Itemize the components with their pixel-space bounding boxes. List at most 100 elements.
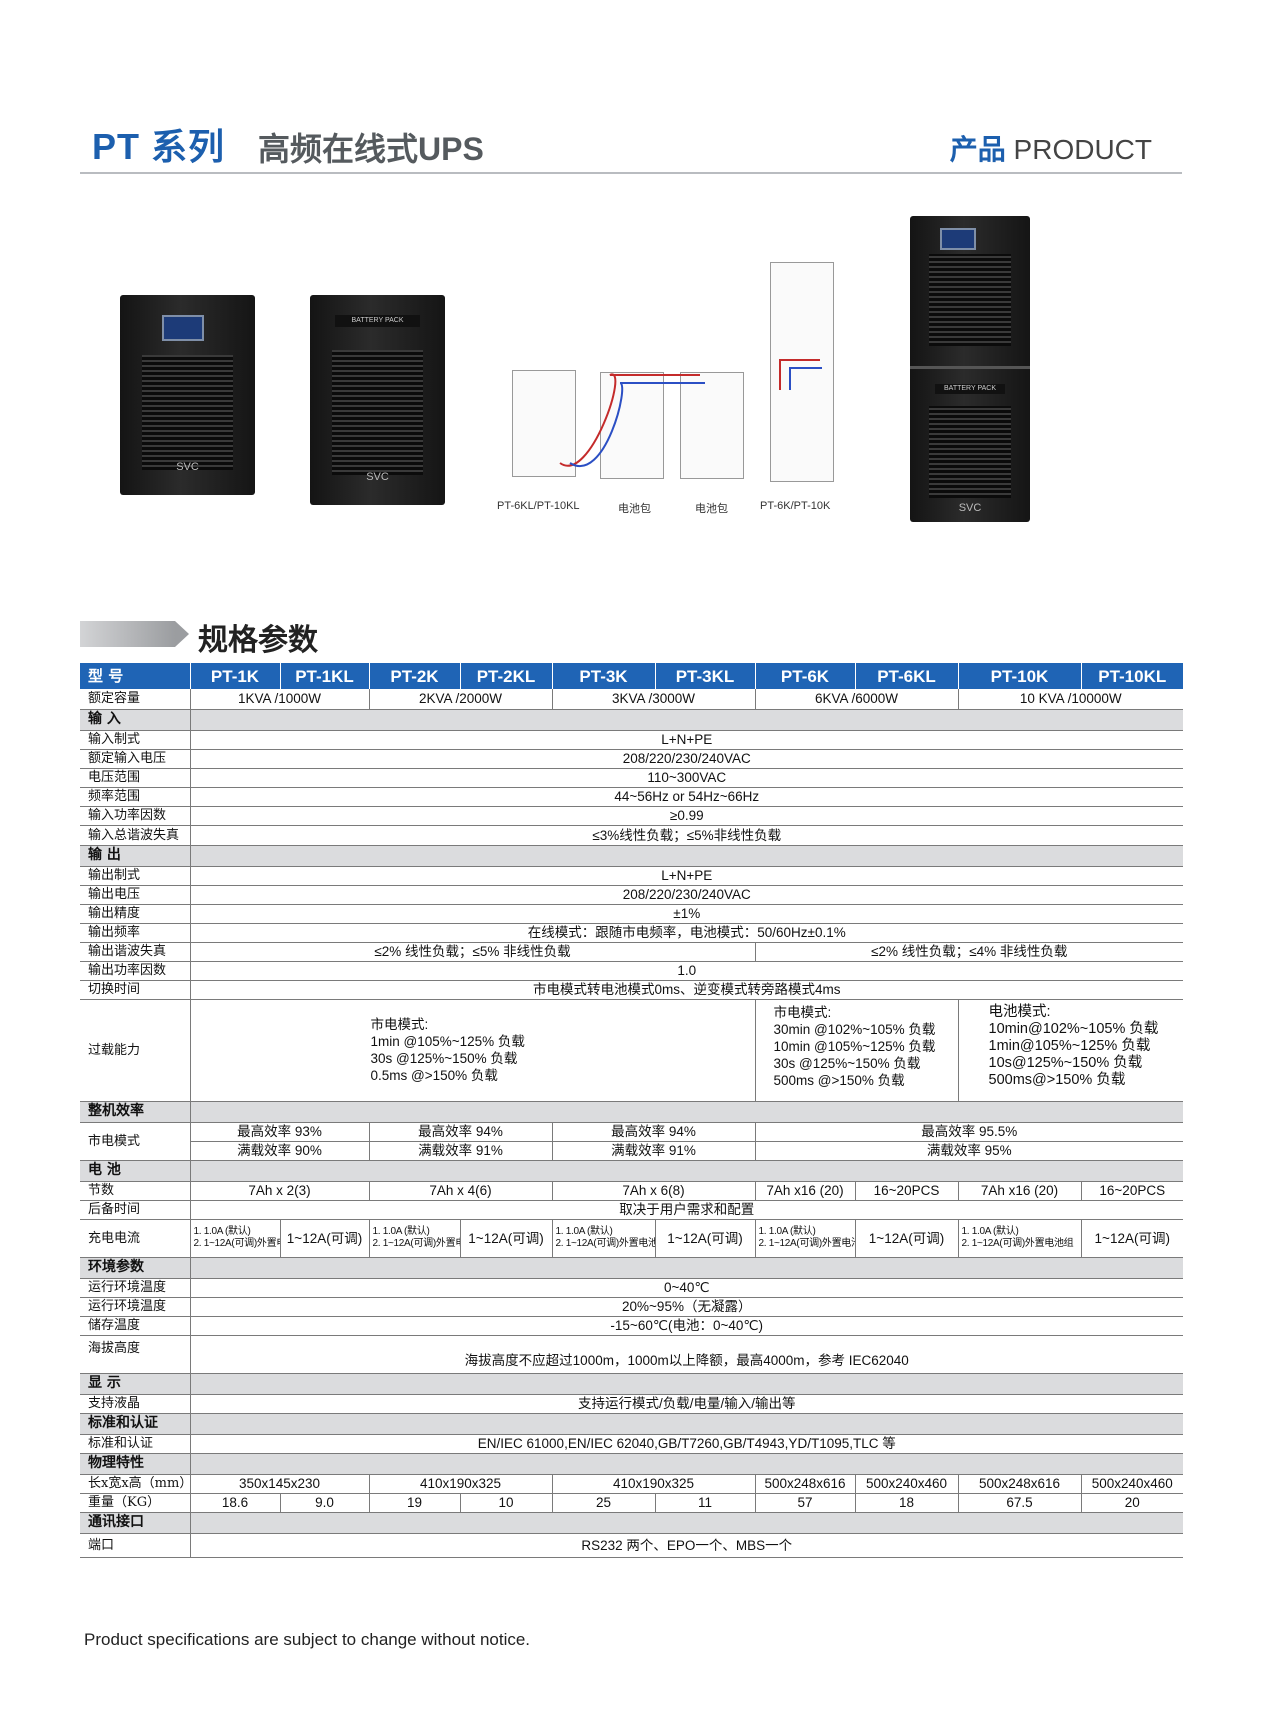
overload-line: 10min @105%~125% 负载 (773, 1038, 936, 1054)
section-row: 显 示 (80, 1373, 1183, 1395)
table-cell: 1~12A(可调) (854, 1219, 958, 1258)
table-cell: L+N+PE (189, 730, 1183, 750)
table-cell: 1KVA /1000W (189, 689, 369, 710)
diagram-caption: PT-6KL/PT-10KL (497, 500, 580, 512)
row-label: 输入功率因数 (80, 806, 190, 826)
section-row: 电 池 (80, 1160, 1183, 1182)
table-cell: -15~60℃(电池：0~40℃) (189, 1316, 1183, 1336)
spec-table: 型 号 PT-1K PT-1KL PT-2K PT-2KL PT-3K PT-3… (80, 663, 1183, 1558)
row-label: 支持液晶 (80, 1394, 190, 1414)
row-label: 输出功率因数 (80, 961, 190, 981)
model-cell: PT-6KL (854, 663, 958, 689)
table-cell: 410x190x325 (368, 1474, 552, 1494)
table-cell: 0~40℃ (189, 1278, 1183, 1298)
section-row: 输 入 (80, 709, 1183, 731)
row-label: 切换时间 (80, 980, 190, 1000)
disclaimer-note: Product specifications are subject to ch… (84, 1630, 531, 1649)
charge-cell: 1. 1.0A (默认)2. 1~12A(可调)外置电池组 (754, 1219, 855, 1258)
table-row: 长x宽x高（mm） 350x145x230 410x190x325 410x19… (80, 1474, 1183, 1494)
table-cell: 最高效率 93% (189, 1122, 369, 1142)
table-cell: 满载效率 90% (189, 1141, 369, 1161)
overload-line: 1min @105%~125% 负载 (370, 1034, 525, 1049)
table-cell: 1~12A(可调) (1080, 1219, 1183, 1258)
table-cell: 18 (854, 1493, 958, 1513)
table-row: 海拔高度海拔高度不应超过1000m，1000m以上降额，最高4000m，参考 I… (80, 1335, 1183, 1374)
table-cell: 1~12A(可调) (279, 1219, 369, 1258)
brand-logo: SVC (176, 461, 199, 473)
table-cell: 支持运行模式/负载/电量/输入/输出等 (189, 1394, 1183, 1414)
table-cell: 10 (459, 1493, 552, 1513)
overload-line: 1min@105%~125% 负载 (988, 1037, 1151, 1054)
table-cell: 满载效率 95% (754, 1141, 1183, 1161)
table-cell: ≤2% 线性负载；≤5% 非线性负载 (189, 942, 755, 962)
lcd-display-icon (940, 228, 976, 250)
table-cell: 满载效率 91% (368, 1141, 552, 1161)
section-title: 规格参数 (198, 624, 318, 657)
charge-cell: 1. 1.0A (默认)2. 1~12A(可调)外置电池组 (551, 1219, 656, 1258)
table-row: 切换时间市电模式转电池模式0ms、逆变模式转旁路模式4ms (80, 980, 1183, 1000)
row-label: 频率范围 (80, 787, 190, 807)
overload-line: 30s @125%~150% 负载 (773, 1055, 921, 1071)
diagram-caption: PT-6K/PT-10K (760, 500, 831, 512)
row-label: 额定输入电压 (80, 749, 190, 769)
table-cell: 20%~95%（无凝露） (189, 1297, 1183, 1317)
row-label: 过载能力 (80, 999, 190, 1102)
table-cell: 3KVA /3000W (551, 689, 755, 710)
table-cell: 7Ah x16 (20) (957, 1181, 1081, 1201)
diagram-caption: 电池包 (618, 503, 651, 515)
table-cell: 350x145x230 (189, 1474, 369, 1494)
table-row: 节数 7Ah x 2(3) 7Ah x 4(6) 7Ah x 6(8) 7Ah … (80, 1181, 1183, 1201)
table-cell: 500x240x460 (854, 1474, 958, 1494)
overload-line: 30s @125%~150% 负载 (370, 1051, 518, 1066)
section-row: 输 出 (80, 845, 1183, 867)
charge-line: 2. 1~12A(可调)外置电池组 (193, 1238, 281, 1249)
charge-line: 2. 1~12A(可调)外置电池组 (372, 1238, 461, 1249)
battery-back-diagram (600, 372, 664, 479)
charge-line: 1. 1.0A (默认) (193, 1226, 251, 1237)
brand-logo: SVC (958, 502, 982, 514)
section-fill (189, 1453, 1183, 1475)
model-cell: PT-3KL (654, 663, 755, 689)
row-label: 节数 (80, 1181, 190, 1201)
section-row: 物理特性 (80, 1453, 1183, 1475)
table-cell: 7Ah x 6(8) (551, 1181, 755, 1201)
table-row: 额定容量 1KVA /1000W 2KVA /2000W 3KVA /3000W… (80, 689, 1183, 710)
charge-line: 2. 1~12A(可调)外置电池组 (555, 1238, 656, 1249)
internal-wiring-icon (779, 359, 822, 390)
table-row: 输出精度±1% (80, 904, 1183, 924)
table-cell: 在线模式：跟随市电频率，电池模式：50/60Hz±0.1% (189, 923, 1183, 943)
lcd-display-icon (162, 315, 204, 341)
section-label: 输 出 (80, 845, 190, 867)
section-label: 电 池 (80, 1160, 190, 1182)
row-label: 输出制式 (80, 866, 190, 886)
model-cell: PT-6K (754, 663, 855, 689)
table-cell: 16~20PCS (1080, 1181, 1183, 1201)
model-cell: PT-10K (957, 663, 1081, 689)
section-row: 标准和认证 (80, 1413, 1183, 1435)
table-cell: 1.0 (189, 961, 1183, 981)
table-cell: ≥0.99 (189, 806, 1183, 826)
section-label: 通讯接口 (80, 1512, 190, 1534)
table-cell: 67.5 (957, 1493, 1081, 1513)
overload-line: 0.5ms @>150% 负载 (370, 1068, 498, 1083)
table-cell: 海拔高度不应超过1000m，1000m以上降额，最高4000m，参考 IEC62… (189, 1335, 1183, 1374)
table-cell: 最高效率 94% (551, 1122, 755, 1142)
table-cell: 500x248x616 (754, 1474, 855, 1494)
vent-grill (929, 254, 1011, 346)
table-cell: 110~300VAC (189, 768, 1183, 788)
table-cell: 19 (368, 1493, 460, 1513)
table-cell: 25 (551, 1493, 655, 1513)
row-label: 电压范围 (80, 768, 190, 788)
row-label: 市电模式 (80, 1122, 190, 1161)
section-fill (189, 1160, 1183, 1182)
product-label-cn: 产品 (949, 134, 1006, 165)
table-cell: 44~56Hz or 54Hz~66Hz (189, 787, 1183, 807)
overload-line: 500ms @>150% 负载 (773, 1072, 905, 1088)
brand-logo: SVC (366, 471, 389, 483)
section-label: 标准和认证 (80, 1413, 190, 1435)
